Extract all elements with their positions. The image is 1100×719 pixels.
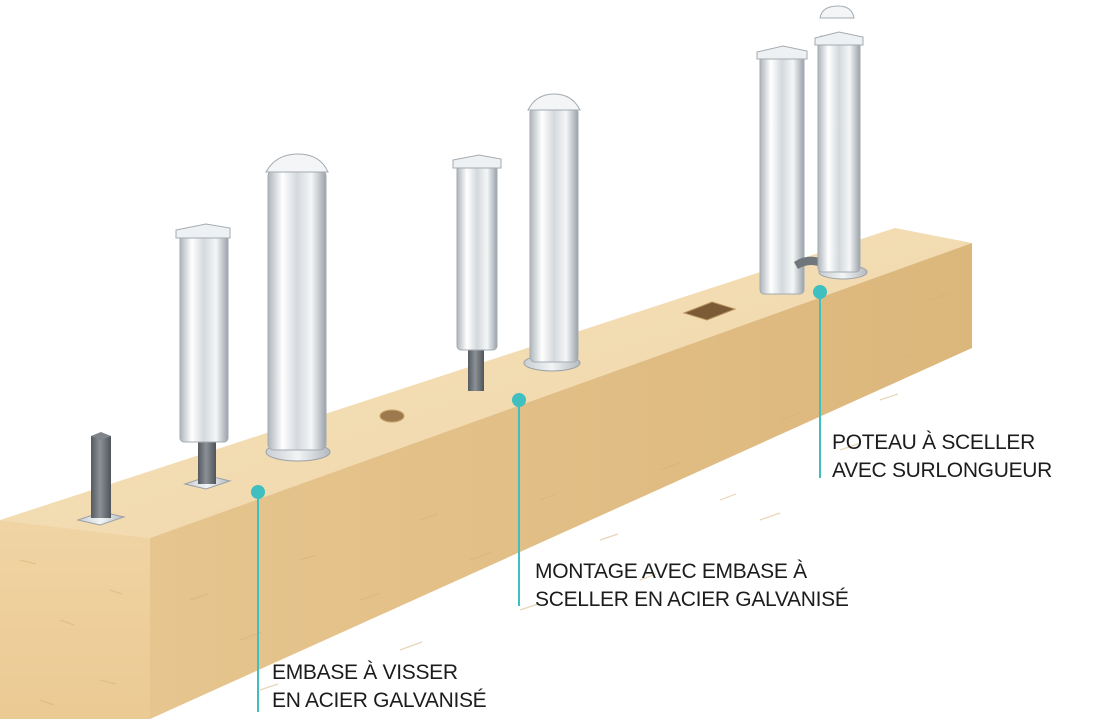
callout-line: EN ACIER GALVANISÉ xyxy=(272,689,487,712)
leader-dot-2 xyxy=(512,393,526,407)
sealed-long-post-2 xyxy=(794,5,868,280)
sealed-long-post-1 xyxy=(756,45,808,295)
round-hole xyxy=(379,409,405,423)
beam-front-face xyxy=(0,520,150,719)
beam-long-face xyxy=(150,243,972,719)
callout-line: POTEAU À SCELLER xyxy=(832,431,1035,454)
callout-long-post: POTEAU À SCELLER AVEC SURLONGUEUR xyxy=(832,429,1052,485)
steel-base xyxy=(468,345,484,391)
wood-texture xyxy=(19,292,951,706)
steel-base xyxy=(91,436,111,518)
callout-line: EMBASE À VISSER xyxy=(272,661,458,684)
sealed-base-post-2 xyxy=(523,93,581,372)
aluminium-post xyxy=(456,159,498,351)
post-cap xyxy=(265,153,329,173)
leader-dot-3 xyxy=(813,285,827,299)
post-cap xyxy=(819,5,855,19)
callout-line: AVEC SURLONGUEUR xyxy=(832,459,1053,482)
square-hole xyxy=(682,301,737,321)
callout-sealed-base: MONTAGE AVEC EMBASE À SCELLER EN ACIER G… xyxy=(535,558,849,614)
beam-top-face xyxy=(0,228,972,538)
aluminium-post xyxy=(759,51,805,295)
callout-leaders xyxy=(251,285,827,712)
screw-base-post-3 xyxy=(265,153,331,462)
aluminium-post xyxy=(267,169,327,451)
screw-base-post-2 xyxy=(175,223,232,490)
leader-dot-1 xyxy=(251,485,265,499)
wooden-beam xyxy=(0,228,972,719)
callout-line: SCELLER EN ACIER GALVANISÉ xyxy=(535,588,849,611)
aluminium-post xyxy=(179,229,229,443)
aluminium-post xyxy=(529,107,579,363)
sealed-base-post-1 xyxy=(452,154,502,391)
callout-line: MONTAGE AVEC EMBASE À xyxy=(535,560,807,583)
aluminium-post xyxy=(817,35,861,273)
callout-screw-base: EMBASE À VISSER EN ACIER GALVANISÉ xyxy=(272,659,487,715)
steel-base xyxy=(198,440,216,484)
screw-base-post-1 xyxy=(76,432,126,526)
post-cap xyxy=(527,93,581,111)
